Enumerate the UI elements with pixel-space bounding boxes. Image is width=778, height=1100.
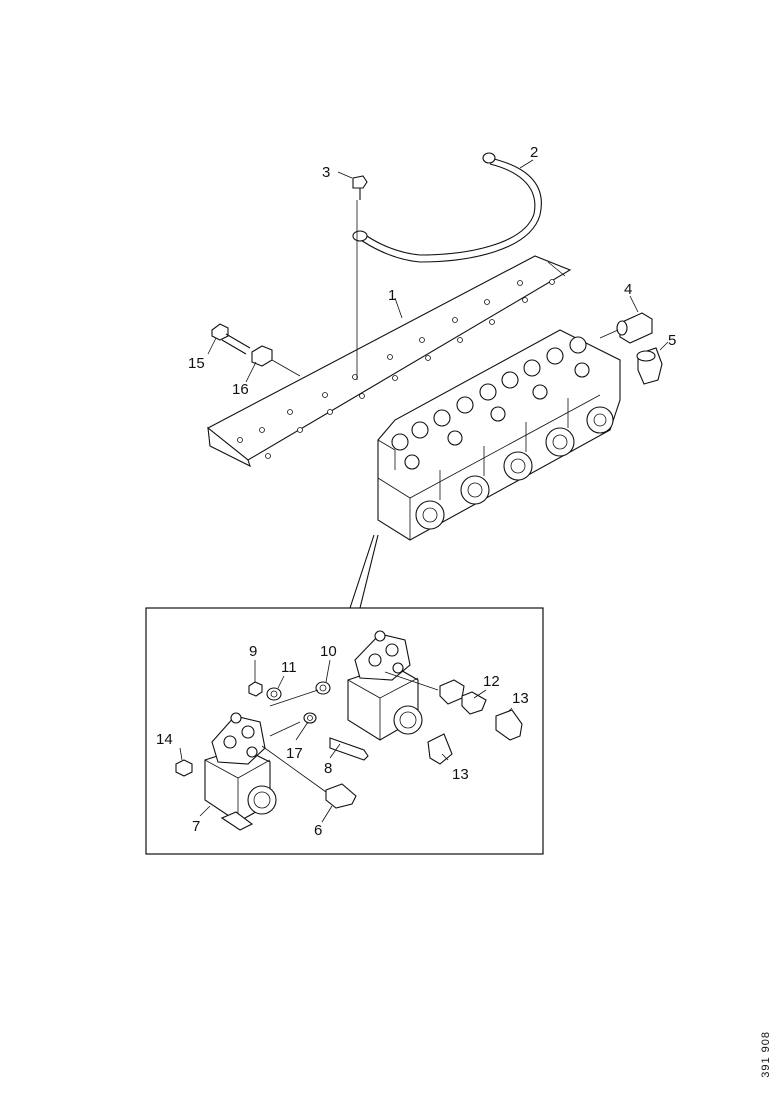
fitting-4 <box>599 312 653 344</box>
detail-leader <box>349 534 379 609</box>
callout-9: 9 <box>249 643 257 660</box>
detail-connector-13b <box>427 733 453 765</box>
detail-plug-14 <box>175 759 193 777</box>
bolt-3 <box>352 175 368 380</box>
callout-16: 16 <box>232 381 249 398</box>
callout-6: 6 <box>314 822 322 839</box>
figure-reference-code: 391 908 <box>760 1031 772 1078</box>
detail-fitting-12 <box>439 679 487 715</box>
detail-washer-17 <box>303 712 317 724</box>
callout-11: 11 <box>281 659 297 676</box>
detail-washer-11 <box>266 687 282 701</box>
callout-4: 4 <box>624 281 632 298</box>
callout-12: 12 <box>483 673 500 690</box>
hose-assembly <box>352 152 542 263</box>
detail-valve-block-rear <box>347 630 423 741</box>
bolt-15 <box>211 323 251 355</box>
cap-5 <box>636 347 663 385</box>
callout-13-upper: 13 <box>512 690 529 707</box>
main-leaders <box>207 159 669 383</box>
callout-14: 14 <box>156 731 173 748</box>
callout-3: 3 <box>322 164 330 181</box>
detail-cap-6 <box>325 783 357 809</box>
callout-15: 15 <box>188 355 205 372</box>
detail-washer-10 <box>315 681 331 695</box>
callout-7: 7 <box>192 818 200 835</box>
detail-cap-13a <box>495 709 523 741</box>
callout-10: 10 <box>320 643 337 660</box>
detail-valve-block-7 <box>204 712 277 831</box>
callout-5: 5 <box>668 332 676 349</box>
callout-labels: 1 2 3 4 5 15 16 9 10 11 12 13 13 14 17 8… <box>156 144 676 839</box>
valve-bank-assembly <box>377 329 621 541</box>
callout-1: 1 <box>388 287 396 304</box>
detail-frame <box>145 607 544 855</box>
detail-bolt-8 <box>329 737 369 761</box>
mounting-bracket <box>207 255 572 468</box>
callout-8: 8 <box>324 760 332 777</box>
callout-2: 2 <box>530 144 538 161</box>
nut-16 <box>251 345 301 377</box>
detail-nut-9 <box>248 681 263 697</box>
callout-17: 17 <box>286 745 303 762</box>
callout-13-lower: 13 <box>452 766 469 783</box>
detail-leaders <box>179 659 513 823</box>
